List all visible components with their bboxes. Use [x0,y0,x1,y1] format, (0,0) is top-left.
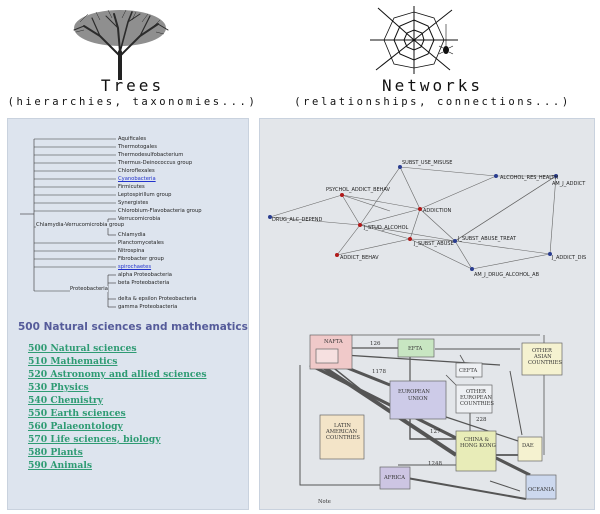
box-label-other-asian: COUNTRIES [528,360,562,366]
box-label-nafta: NAFTA [324,339,343,345]
node-label: AM_J_ADDICT [552,181,586,187]
phylo-label: Planctomycetales [118,240,164,246]
node-label: J_SUBST_ABUSE [413,241,454,247]
citation-network: SUBST_USE_MISUSE ALCOHOL_RES_HEALTH PSYC… [268,160,586,278]
box-label-other-eu: OTHER [466,389,487,395]
phylo-label: Thermus-Deinococcus group [118,160,193,166]
node-label: PSYCHOL_ADDICT_BEHAV [326,187,391,193]
ddc-title: 500 Natural sciences and mathematics [18,321,248,333]
node-label: ADDICTION [423,208,452,214]
spider-web-illustration [370,6,458,74]
phylo-label: alpha Proteobacteria [118,272,172,278]
ddc-link-590[interactable]: 590 Animals [28,460,93,471]
trees-panel: Aquificales Thermotogales Thermodesulfob… [7,118,249,510]
legend-note: Note [318,499,331,505]
phylo-label: Chloroflexales [118,168,155,174]
box-label-other-asian: ASIAN [533,354,552,360]
proteobacteria-label: Proteobacteria [70,286,108,292]
chlamydia-group-label: Chlamydia-Verrucomicrobia group [36,222,125,228]
phylo-label: Chlorobium-Flavobacteria group [118,208,202,214]
ddc-link-570[interactable]: 570 Life sciences, biology [28,434,161,445]
edge-value: 1178 [372,369,386,375]
box-label-eu: UNION [408,396,428,402]
node-label: ALCOHOL_RES_HEALTH [500,175,558,181]
node-label: ADDICT_BEHAV [340,255,379,261]
phylo-link-cyanobacteria[interactable]: Cyanobacteria [118,176,156,182]
box-label-eu: EUROPEAN [398,389,430,395]
phylo-label: delta & epsilon Proteobacteria [118,296,197,302]
phylo-label: Firmicutes [118,184,145,190]
phylo-label: Leptospirillum group [118,192,172,198]
ddc-link-500[interactable]: 500 Natural sciences [28,343,137,354]
node-label: J_SUBST_ABUSE_TREAT [457,236,517,242]
edge-value: 1248 [428,461,442,467]
trees-title: Trees [100,76,165,95]
ddc-link-550[interactable]: 550 Earth sciences [28,408,126,419]
ddc-link-560[interactable]: 560 Palaeontology [28,421,123,432]
ddc-link-540[interactable]: 540 Chemistry [28,395,104,406]
networks-subtitle: (relationships, connections...) [294,96,571,108]
phylo-link-spirochaetes[interactable]: spirochaetes [118,264,152,270]
networks-panel: SUBST_USE_MISUSE ALCOHOL_RES_HEALTH PSYC… [259,118,595,510]
box-label-oceania: OCEANIA [528,487,554,493]
box-label-latam: LATIN [334,423,351,429]
box-label-china: CHINA & [464,437,489,443]
box-label-dae: DAE [522,443,534,449]
node-label: SUBST_USE_MISUSE [402,160,452,166]
ddc-link-530[interactable]: 530 Physics [28,382,89,393]
phylo-label: Verrucomicrobia [118,216,161,222]
trade-flow-diagram: NAFTA EFTA CEFTA OTHER ASIAN COUNTRIES E… [299,334,563,505]
box-label-china: HONG KONG [460,443,496,449]
ddc-link-580[interactable]: 580 Plants [28,447,83,458]
ddc-link-520[interactable]: 520 Astronomy and allied sciences [28,369,207,380]
phylo-label: beta Proteobacteria [118,280,170,286]
node-label: J_ADDICT_DIS [551,255,586,261]
tree-illustration [73,9,169,80]
edge-value: 126 [370,341,381,347]
box-label-africa: AFRICA [383,475,405,481]
edge-value: 127 [430,429,441,435]
phylo-label: Fibrobacter group [118,256,164,262]
box-label-latam: AMERICAN [325,429,358,435]
box-label-cefta: CEFTA [459,368,478,374]
edge-value: 228 [476,417,487,423]
box-label-efta: EFTA [408,346,423,352]
box-label-other-eu: COUNTRIES [460,401,494,407]
phylo-label: Synergistes [118,200,149,206]
trees-subtitle: (hierarchies, taxonomies...) [7,96,258,108]
box-label-other-asian: OTHER [532,348,553,354]
ddc-link-510[interactable]: 510 Mathematics [28,356,118,367]
phylo-label: Aquificales [118,136,147,142]
box-label-other-eu: EUROPEAN [460,395,492,401]
node-label: AM_J_DRUG_ALCOHOL_AB [474,272,540,278]
phylo-label: Nitrospina [118,248,145,254]
node-label: DRUG_ALC_DEPEND [272,217,322,223]
phylo-label: Thermotogales [118,144,157,150]
phylo-label: gamma Proteobacteria [118,304,178,310]
box-label-latam: COUNTRIES [326,435,360,441]
phylo-label: Thermodesulfobacterium [118,152,184,158]
phylo-label: Chlamydia [118,232,146,238]
node-label: J_STUD_ALCOHOL [363,225,409,231]
networks-title: Networks [381,76,484,95]
